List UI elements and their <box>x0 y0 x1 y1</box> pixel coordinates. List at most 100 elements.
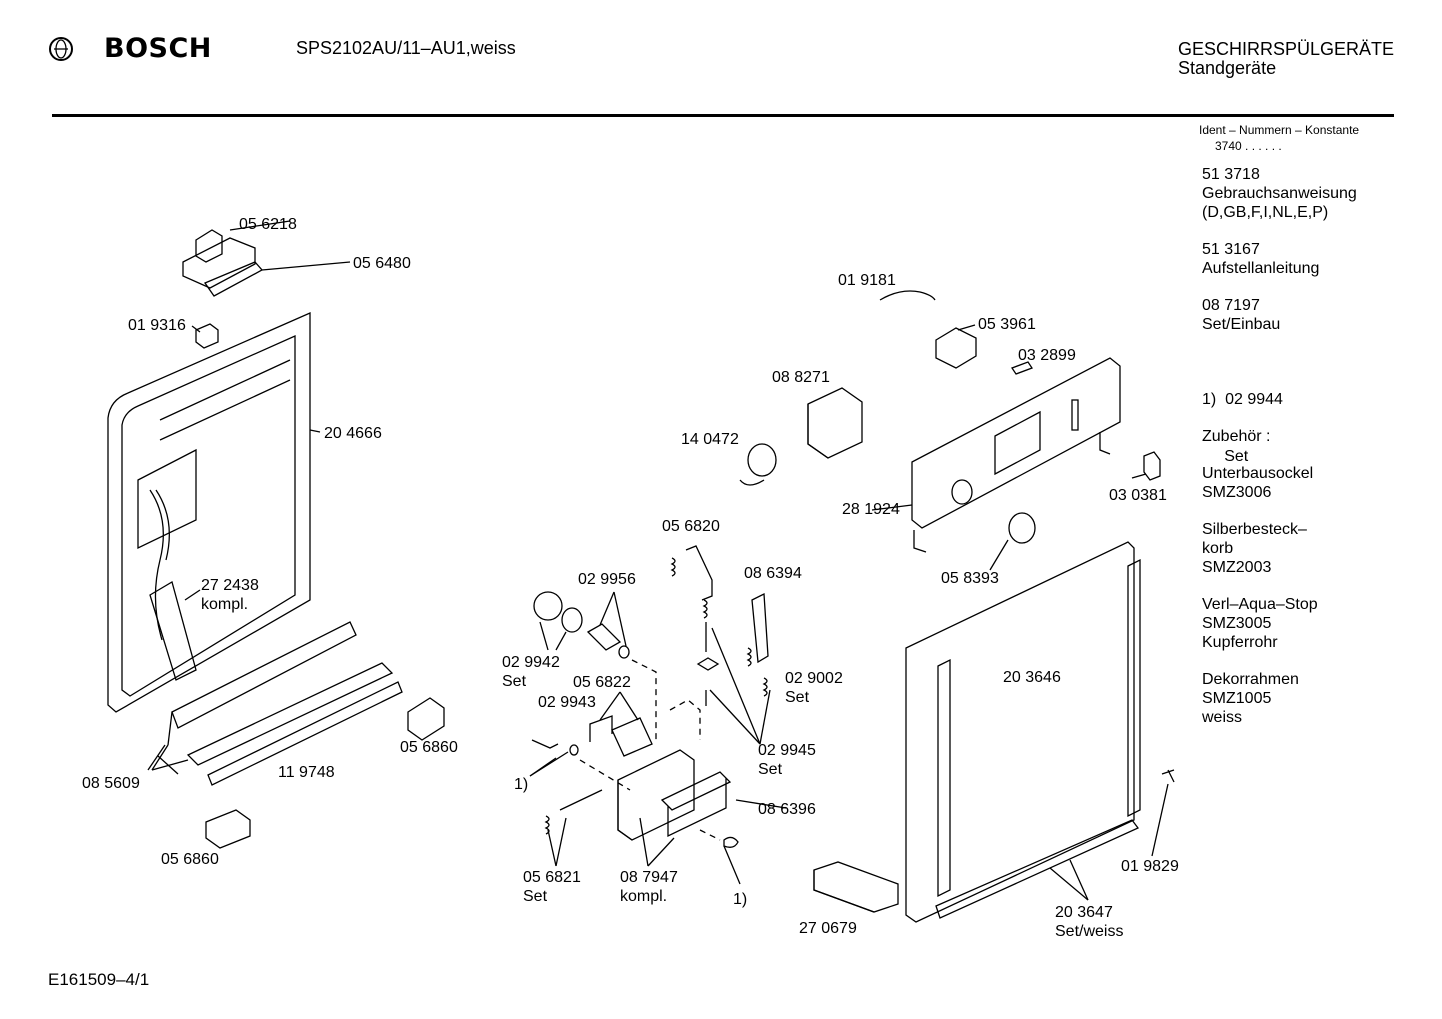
sidebar-block: Verl–Aqua–Stop SMZ3005 Kupferrohr <box>1202 595 1318 652</box>
part-label: 01 9181 <box>838 272 896 289</box>
sidebar-line: 51 3167 <box>1202 241 1260 258</box>
sidebar-line: Zubehör : <box>1202 428 1271 445</box>
inner-door-panel <box>107 312 321 713</box>
door-clip-part <box>191 323 219 349</box>
part-label: 01 9829 <box>1121 858 1179 875</box>
sidebar-line: 1) 02 9944 <box>1202 391 1283 408</box>
part-label: 1) <box>514 776 529 793</box>
foot-block-part <box>205 697 445 849</box>
part-label: 05 6218 <box>239 216 297 233</box>
part-label: kompl. <box>620 888 668 905</box>
part-label: Set <box>523 888 548 905</box>
latch-parts <box>670 545 769 706</box>
sidebar-line: weiss <box>1202 709 1243 726</box>
part-label: 20 3647 <box>1055 904 1113 921</box>
part-label: Set <box>785 689 810 706</box>
part-label: Set <box>758 761 783 778</box>
part-label: 02 9943 <box>538 694 596 711</box>
cap-part <box>1143 451 1161 481</box>
part-label: 05 6822 <box>573 674 631 691</box>
outer-door-panel <box>905 541 1141 923</box>
part-label: 02 9942 <box>502 654 560 671</box>
sidebar-block: 1) 02 9944 Set <box>1202 352 1283 485</box>
model-number: SPS2102AU/11–AU1,weiss <box>296 38 516 58</box>
sidebar-block: 51 3167 Aufstellanleitung <box>1202 240 1319 278</box>
hinge-block-part <box>182 220 351 297</box>
knob-wheel-part <box>739 443 777 486</box>
part-label: 08 7947 <box>620 869 678 886</box>
sidebar-line: 51 3718 <box>1202 166 1260 183</box>
door-lock-housing-part <box>617 749 739 848</box>
bosch-logo-mark <box>54 39 68 59</box>
sidebar-line: Kupferrohr <box>1202 634 1278 651</box>
sidebar-block: 51 3718 Gebrauchsanweisung (D,GB,F,I,NL,… <box>1202 165 1357 222</box>
part-label: 02 9956 <box>578 571 636 588</box>
seal-ring-parts <box>533 591 630 659</box>
part-label: 27 0679 <box>799 920 857 937</box>
sidebar-block: 08 7197 Set/Einbau <box>1202 296 1280 334</box>
category-title: GESCHIRRSPÜLGERÄTE <box>1178 39 1395 59</box>
part-label: 1) <box>733 891 748 908</box>
sidebar-line: Set/Einbau <box>1202 316 1281 333</box>
sidebar-line: Silberbesteck– <box>1202 521 1307 538</box>
part-label: kompl. <box>201 596 249 613</box>
part-label: Set <box>502 673 527 690</box>
sidebar-block: Zubehör : <box>1202 427 1270 446</box>
screw-part <box>1161 769 1175 783</box>
category-subtitle: Standgeräte <box>1178 58 1277 78</box>
sidebar-line: SMZ3006 <box>1202 484 1272 501</box>
part-label: 08 6394 <box>744 565 802 582</box>
sidebar-block: Unterbausockel SMZ3006 <box>1202 464 1313 502</box>
part-label: 14 0472 <box>681 431 739 448</box>
small-lever-part <box>1011 361 1033 375</box>
sidebar-block: Silberbesteck– korb SMZ2003 <box>1202 520 1307 577</box>
part-label: 28 1924 <box>842 501 900 518</box>
cable-part <box>879 290 936 301</box>
bottom-rail-parts <box>151 621 403 786</box>
part-label: 02 9945 <box>758 742 816 759</box>
timer-switch-part <box>807 387 863 459</box>
bracket-part <box>935 324 977 369</box>
sidebar-line: Set <box>1202 448 1249 465</box>
part-label: 20 4666 <box>324 425 382 442</box>
part-label: Set/weiss <box>1055 923 1124 940</box>
sidebar-line: korb <box>1202 540 1234 557</box>
part-label: 05 8393 <box>941 570 999 587</box>
sidebar-line: Gebrauchsanweisung <box>1202 185 1357 202</box>
door-hinge-part <box>813 861 899 913</box>
part-label: 05 3961 <box>978 316 1036 333</box>
hose-part <box>149 581 197 681</box>
part-label: 01 9316 <box>128 317 186 334</box>
sidebar-line: (D,GB,F,I,NL,E,P) <box>1202 204 1329 221</box>
brand-name: BOSCH <box>104 33 212 64</box>
spring-part <box>544 789 603 835</box>
sidebar-line: Verl–Aqua–Stop <box>1202 596 1318 613</box>
part-label: 05 6820 <box>662 518 720 535</box>
sidebar-line: SMZ2003 <box>1202 559 1272 576</box>
header-divider <box>52 114 1394 117</box>
sidebar-line: SMZ3005 <box>1202 615 1272 632</box>
part-label: 05 6821 <box>523 869 581 886</box>
part-label: 08 6396 <box>758 801 816 818</box>
sidebar-line: Unterbausockel <box>1202 465 1314 482</box>
part-label: 03 0381 <box>1109 487 1167 504</box>
part-label: 11 9748 <box>278 764 335 781</box>
drawing-code: E161509–4/1 <box>48 970 150 989</box>
part-label: 27 2438 <box>201 577 259 594</box>
ident-title: Ident – Nummern – Konstante <box>1199 123 1360 137</box>
sidebar-line: Aufstellanleitung <box>1202 260 1320 277</box>
assembly-guide-lines <box>579 659 721 841</box>
part-label: 05 6860 <box>161 851 219 868</box>
sidebar-line: 08 7197 <box>1202 297 1260 314</box>
control-panel-part <box>911 357 1121 553</box>
rotary-knob-part <box>1008 512 1036 544</box>
sidebar-block: Dekorrahmen SMZ1005 weiss <box>1202 670 1299 727</box>
part-label: 08 8271 <box>772 369 830 386</box>
part-label: 02 9002 <box>785 670 843 687</box>
ident-value: 3740 . . . . . . <box>1215 139 1282 153</box>
part-label: 05 6480 <box>353 255 411 272</box>
leader-lines <box>147 473 1169 901</box>
bosch-logo-icon <box>49 37 73 61</box>
part-label: 03 2899 <box>1018 347 1076 364</box>
